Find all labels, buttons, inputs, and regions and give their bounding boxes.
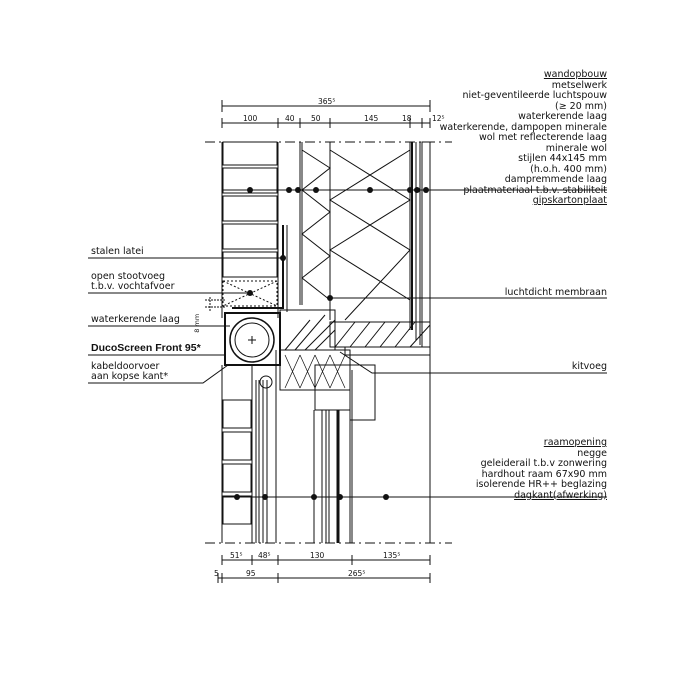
label-stootvoeg-1: open stootvoeg xyxy=(91,271,166,282)
screen-cassette xyxy=(224,312,281,366)
legend-item: plaatmateriaal t.b.v. stabiliteit xyxy=(463,184,607,196)
insulation-zigzag xyxy=(301,149,331,301)
dim-label: 40 xyxy=(285,114,295,123)
legend-item: metselwerk xyxy=(551,79,607,91)
legend-item: negge xyxy=(577,447,607,459)
label-kabel-1: kabeldoorvoer xyxy=(91,361,160,372)
dim-label: 135⁵ xyxy=(383,551,401,560)
wall-legend: wandopbouw metselwerk niet-geventileerde… xyxy=(439,69,607,207)
legend-item: dampremmende laag xyxy=(504,174,607,185)
dim-label: 12⁵ xyxy=(432,114,445,123)
dim-total: 365⁵ xyxy=(318,97,336,106)
legend-item: waterkerende laag xyxy=(518,111,607,122)
dim-label: 51⁵ xyxy=(230,551,243,560)
legend-item: geleiderail t.b.v zonwering xyxy=(480,458,607,469)
label-product: DucoScreen Front 95* xyxy=(91,342,201,354)
dim-label: 5 xyxy=(214,569,219,578)
dim-label: 50 xyxy=(311,114,321,123)
brick-wall-lower xyxy=(221,365,253,543)
legend-item: waterkerende, dampopen minerale xyxy=(439,121,607,133)
legend-item: dagkant(afwerking) xyxy=(514,489,607,501)
reference-dots xyxy=(234,187,429,500)
mineral-wool xyxy=(329,149,411,321)
legend-item: gipskartonplaat xyxy=(532,195,607,206)
gypsum-board xyxy=(421,141,431,348)
window-legend-title: raamopening xyxy=(543,437,607,448)
label-stootvoeg-2: t.b.v. vochtafvoer xyxy=(91,281,175,292)
dim-label: 18 xyxy=(402,114,412,123)
head-hatch-box xyxy=(279,309,336,351)
wall-legend-title: wandopbouw xyxy=(543,69,607,80)
label-kabel-2: aan kopse kant* xyxy=(91,371,169,382)
legend-item: (h.o.h. 400 mm) xyxy=(530,163,607,175)
label-luchtdicht-membraan: luchtdicht membraan xyxy=(504,287,607,298)
legend-item: (≥ 20 mm) xyxy=(554,100,607,112)
legend-item: isolerende HR++ beglazing xyxy=(475,479,607,490)
label-stalen-latei: stalen latei xyxy=(91,246,144,257)
label-kitvoeg: kitvoeg xyxy=(571,361,607,372)
dim-label: 48⁵ xyxy=(258,551,271,560)
dim-label: 265⁵ xyxy=(348,569,366,578)
label-waterkerende-laag: waterkerende laag xyxy=(91,314,180,325)
dim-label: 100 xyxy=(243,114,258,123)
label-gap: 8 mm xyxy=(193,313,202,333)
legend-item: hardhout raam 67x90 mm xyxy=(481,468,607,480)
dim-label: 130 xyxy=(310,551,325,560)
dim-label: 145 xyxy=(364,114,379,123)
legend-item: niet-geventileerde luchtspouw xyxy=(462,90,607,101)
dim-label: 95 xyxy=(246,569,256,578)
guide-rail xyxy=(255,350,277,543)
legend-item: stijlen 44x145 mm xyxy=(518,153,607,164)
legend-item: minerale wol xyxy=(545,142,607,154)
window-legend: raamopening negge geleiderail t.b.v zonw… xyxy=(475,437,607,501)
steel-lintel xyxy=(232,225,284,309)
legend-item: wol met reflecterende laag xyxy=(478,132,607,143)
screen-roll xyxy=(229,317,275,363)
